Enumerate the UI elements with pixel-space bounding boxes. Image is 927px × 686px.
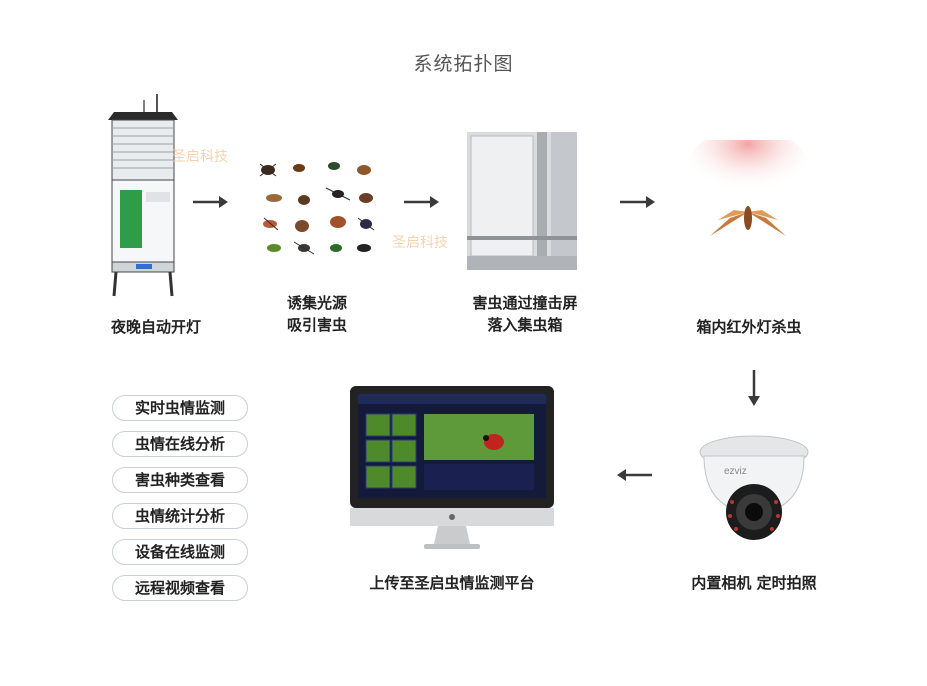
caption-line: 落入集虫箱	[487, 316, 563, 334]
step-caption: 诱集光源 吸引害虫	[252, 292, 382, 336]
arrow-down-icon	[748, 370, 760, 406]
arrow-right-icon	[193, 196, 228, 208]
feature-pill: 设备在线监测	[112, 539, 248, 565]
dome-camera-image: ezviz	[694, 430, 814, 548]
feature-pill: 远程视频查看	[112, 575, 248, 601]
caption-line: 诱集光源	[286, 294, 347, 312]
camera-brand-label: ezviz	[724, 466, 747, 477]
insect-trap-device-image	[100, 92, 186, 297]
step-caption: 夜晚自动开灯	[110, 318, 201, 336]
caption-line: 害虫通过撞击屏	[472, 294, 578, 312]
monitor-platform-image	[350, 386, 554, 551]
feature-pill: 实时虫情监测	[112, 395, 248, 421]
step-caption: 箱内红外灯杀虫	[696, 318, 802, 336]
watermark-text: 圣启科技	[392, 235, 448, 251]
feature-pill: 害虫种类查看	[112, 467, 248, 493]
watermark-text: 圣启科技	[172, 149, 228, 165]
arrow-right-icon	[404, 196, 439, 208]
feature-pill: 虫情统计分析	[112, 503, 248, 529]
feature-pill: 虫情在线分析	[112, 431, 248, 457]
moth-infrared-image	[678, 128, 818, 260]
arrow-right-icon	[620, 196, 655, 208]
diagram-title: 系统拓扑图	[413, 53, 514, 75]
impact-screen-image	[467, 132, 577, 270]
caption-line: 吸引害虫	[286, 316, 347, 334]
step-caption: 内置相机 定时拍照	[691, 574, 817, 592]
step-caption: 上传至圣启虫情监测平台	[369, 574, 535, 592]
insects-collage-image	[254, 158, 382, 258]
step-caption: 害虫通过撞击屏 落入集虫箱	[440, 292, 610, 336]
arrow-left-icon	[617, 469, 652, 481]
